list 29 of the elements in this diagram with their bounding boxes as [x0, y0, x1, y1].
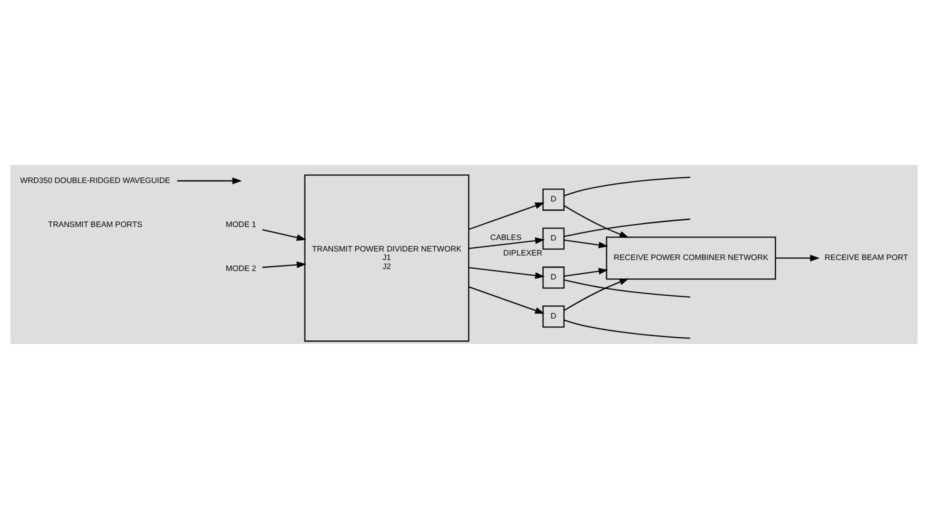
node-box: D	[542, 188, 565, 211]
node-box: TRANSMIT POWER DIVIDER NETWORK J1 J2	[304, 174, 470, 342]
arrow	[468, 267, 545, 279]
connector	[564, 218, 690, 238]
arrow	[564, 268, 608, 277]
edge-label: CABLES	[490, 232, 522, 242]
node-label: DIPLEXER	[503, 248, 542, 258]
arrow	[177, 178, 242, 184]
arrow	[564, 239, 608, 248]
node-box: RECEIVE POWER COMBINER NETWORK	[606, 236, 776, 280]
node-box: D	[542, 306, 565, 328]
arrow	[564, 278, 630, 312]
connector	[564, 320, 690, 339]
node-text: WRD350 DOUBLE-RIDGED WAVEGUIDE	[20, 176, 170, 185]
arrow	[468, 202, 545, 230]
arrow	[776, 254, 820, 262]
arrow	[262, 261, 306, 268]
node-box: D	[542, 266, 565, 289]
arrow	[564, 205, 630, 238]
node-text: MODE 1	[226, 220, 256, 229]
connector	[564, 279, 690, 298]
arrow	[468, 237, 545, 250]
label: TRANSMIT BEAM PORTS	[48, 220, 142, 229]
arrow	[468, 286, 545, 314]
node-text: MODE 2	[226, 264, 256, 273]
node-text: RECEIVE BEAM PORT	[824, 253, 908, 262]
node-box: D	[542, 228, 565, 250]
arrow	[262, 229, 306, 241]
connector	[564, 176, 690, 196]
